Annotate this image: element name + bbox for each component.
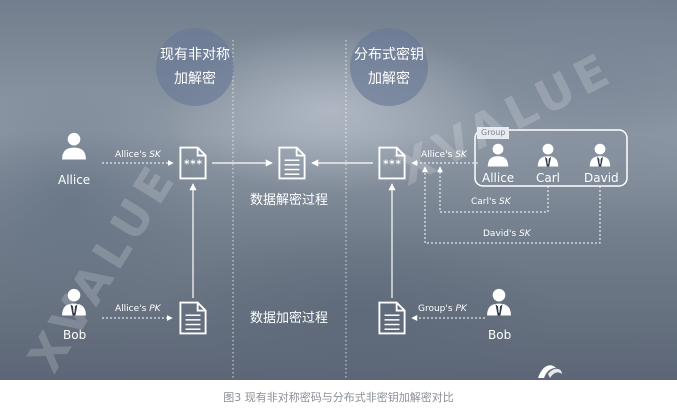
key-type: SK xyxy=(149,150,161,160)
key-label-group-pk: Group's PK xyxy=(418,305,467,314)
key-type: PK xyxy=(149,304,161,314)
process-label-decrypt: 数据解密过程 xyxy=(250,193,329,208)
logo-icon xyxy=(538,365,562,378)
user-name-bob-left: Bob xyxy=(63,328,87,342)
key-type: PK xyxy=(455,304,467,314)
key-owner: Carl's xyxy=(471,197,497,207)
user-icon-bob-left xyxy=(62,288,86,316)
key-type: SK xyxy=(499,197,511,207)
left-title-line1: 现有非对称 xyxy=(160,47,230,63)
user-icon-carl xyxy=(537,143,559,167)
user-name-david: David xyxy=(584,171,619,185)
key-label-david-sk: David's SK xyxy=(483,230,531,239)
key-type: SK xyxy=(519,229,531,239)
left-section-title: 现有非对称 加解密 xyxy=(156,28,234,106)
key-owner: Allice's xyxy=(421,150,453,160)
key-owner: Allice's xyxy=(115,304,147,314)
key-label-carl-sk: Carl's SK xyxy=(471,198,511,207)
encrypted-document-icon-right xyxy=(378,146,406,180)
key-owner: David's xyxy=(483,229,517,239)
user-icon-allice xyxy=(62,132,86,160)
user-name-allice: Allice xyxy=(58,173,91,187)
right-title-line2: 加解密 xyxy=(368,71,410,87)
document-icon-left xyxy=(179,301,207,335)
user-icon-group-allice xyxy=(487,143,509,167)
key-type: SK xyxy=(455,150,467,160)
right-title-line1: 分布式密钥 xyxy=(354,47,424,63)
user-name-group-allice: Allice xyxy=(482,171,515,185)
key-label-right-allice-sk: Allice's SK xyxy=(421,151,467,160)
key-label-allice-pk: Allice's PK xyxy=(115,305,161,314)
key-label-allice-sk: Allice's SK xyxy=(115,151,161,160)
right-section-title: 分布式密钥 加解密 xyxy=(350,28,428,106)
left-title-line2: 加解密 xyxy=(174,71,216,87)
process-label-encrypt: 数据加密过程 xyxy=(250,311,329,326)
document-icon-center xyxy=(278,146,306,180)
key-owner: Group's xyxy=(418,304,453,314)
figure-caption: 图3 现有非对称密码与分布式非密钥加解密对比 xyxy=(223,391,454,404)
key-owner: Allice's xyxy=(115,150,147,160)
diagram-lines: *** xyxy=(62,132,611,335)
group-tag: Group xyxy=(477,127,510,139)
document-icon-right xyxy=(378,301,406,335)
encrypted-document-icon-left xyxy=(179,146,207,180)
user-name-bob-right: Bob xyxy=(488,328,512,342)
diagram-stage: XVALUE XVALUE xyxy=(0,0,677,380)
user-icon-david xyxy=(589,143,611,167)
user-name-carl: Carl xyxy=(536,171,560,185)
user-icon-bob-right xyxy=(487,288,511,316)
